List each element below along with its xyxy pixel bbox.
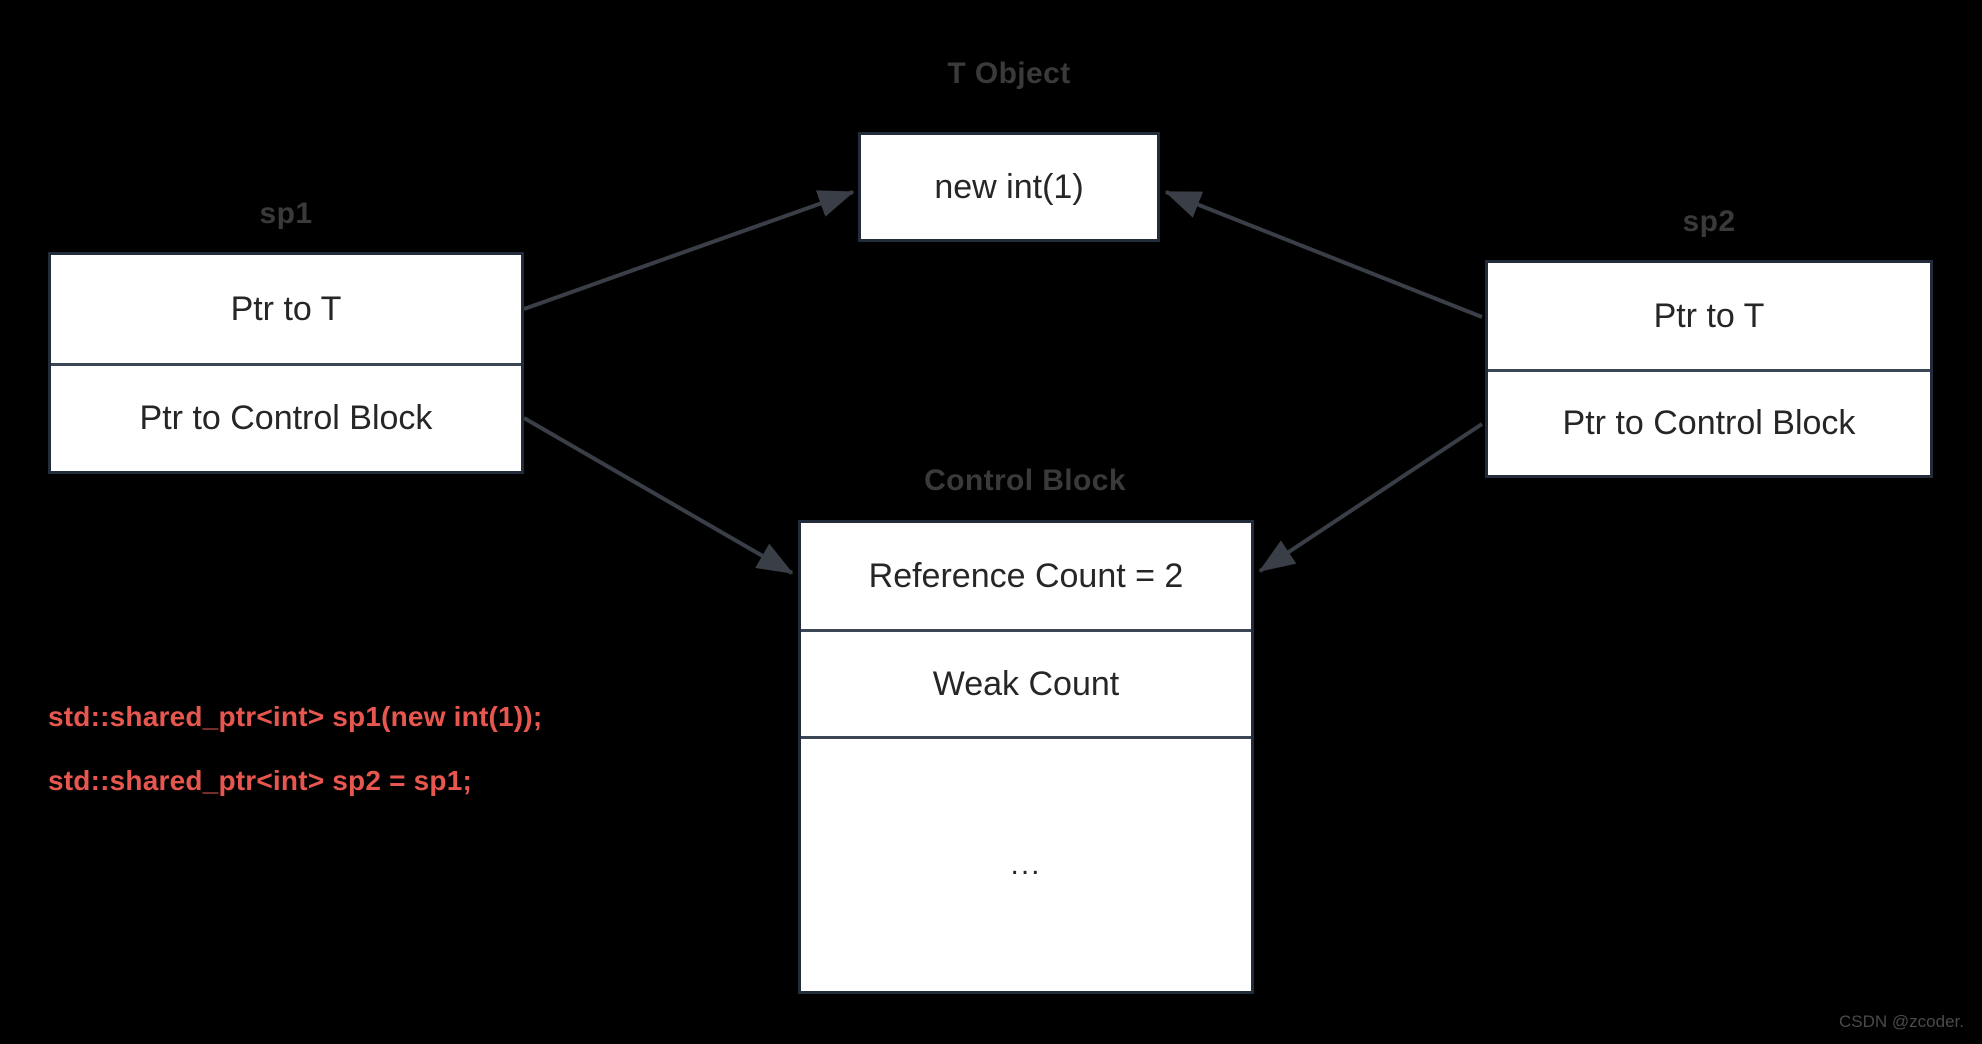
arrow-sp1-to-control-block — [522, 416, 794, 575]
sp1-row-ptr-to-control-block: Ptr to Control Block — [51, 363, 521, 471]
watermark: CSDN @zcoder. — [1839, 1012, 1964, 1031]
code-snippet: std::shared_ptr<int> sp1(new int(1)); st… — [48, 685, 542, 813]
control-block-row-weak-count: Weak Count — [801, 629, 1251, 736]
t-object-label: T Object — [947, 57, 1071, 90]
arrow-sp1-to-t-object — [523, 190, 855, 311]
sp2-box: Ptr to T Ptr to Control Block — [1485, 260, 1933, 478]
sp2-row-ptr-to-control-block: Ptr to Control Block — [1488, 369, 1930, 475]
control-block-box: Reference Count = 2 Weak Count ... — [798, 520, 1254, 994]
sp2-row-ptr-to-t: Ptr to T — [1488, 263, 1930, 369]
arrow-sp2-to-control-block — [1258, 422, 1484, 573]
code-line-2: std::shared_ptr<int> sp2 = sp1; — [48, 765, 472, 796]
sp2-label: sp2 — [1682, 205, 1736, 238]
code-line-1: std::shared_ptr<int> sp1(new int(1)); — [48, 701, 543, 732]
control-block-label: Control Block — [924, 464, 1126, 497]
arrow-sp2-to-t-object — [1164, 190, 1483, 319]
control-block-row-ellipsis: ... — [801, 736, 1251, 991]
t-object-row-value: new int(1) — [861, 135, 1157, 239]
control-block-row-reference-count: Reference Count = 2 — [801, 523, 1251, 629]
sp1-row-ptr-to-t: Ptr to T — [51, 255, 521, 363]
sp1-label: sp1 — [259, 197, 313, 230]
t-object-box: new int(1) — [858, 132, 1160, 242]
sp1-box: Ptr to T Ptr to Control Block — [48, 252, 524, 474]
